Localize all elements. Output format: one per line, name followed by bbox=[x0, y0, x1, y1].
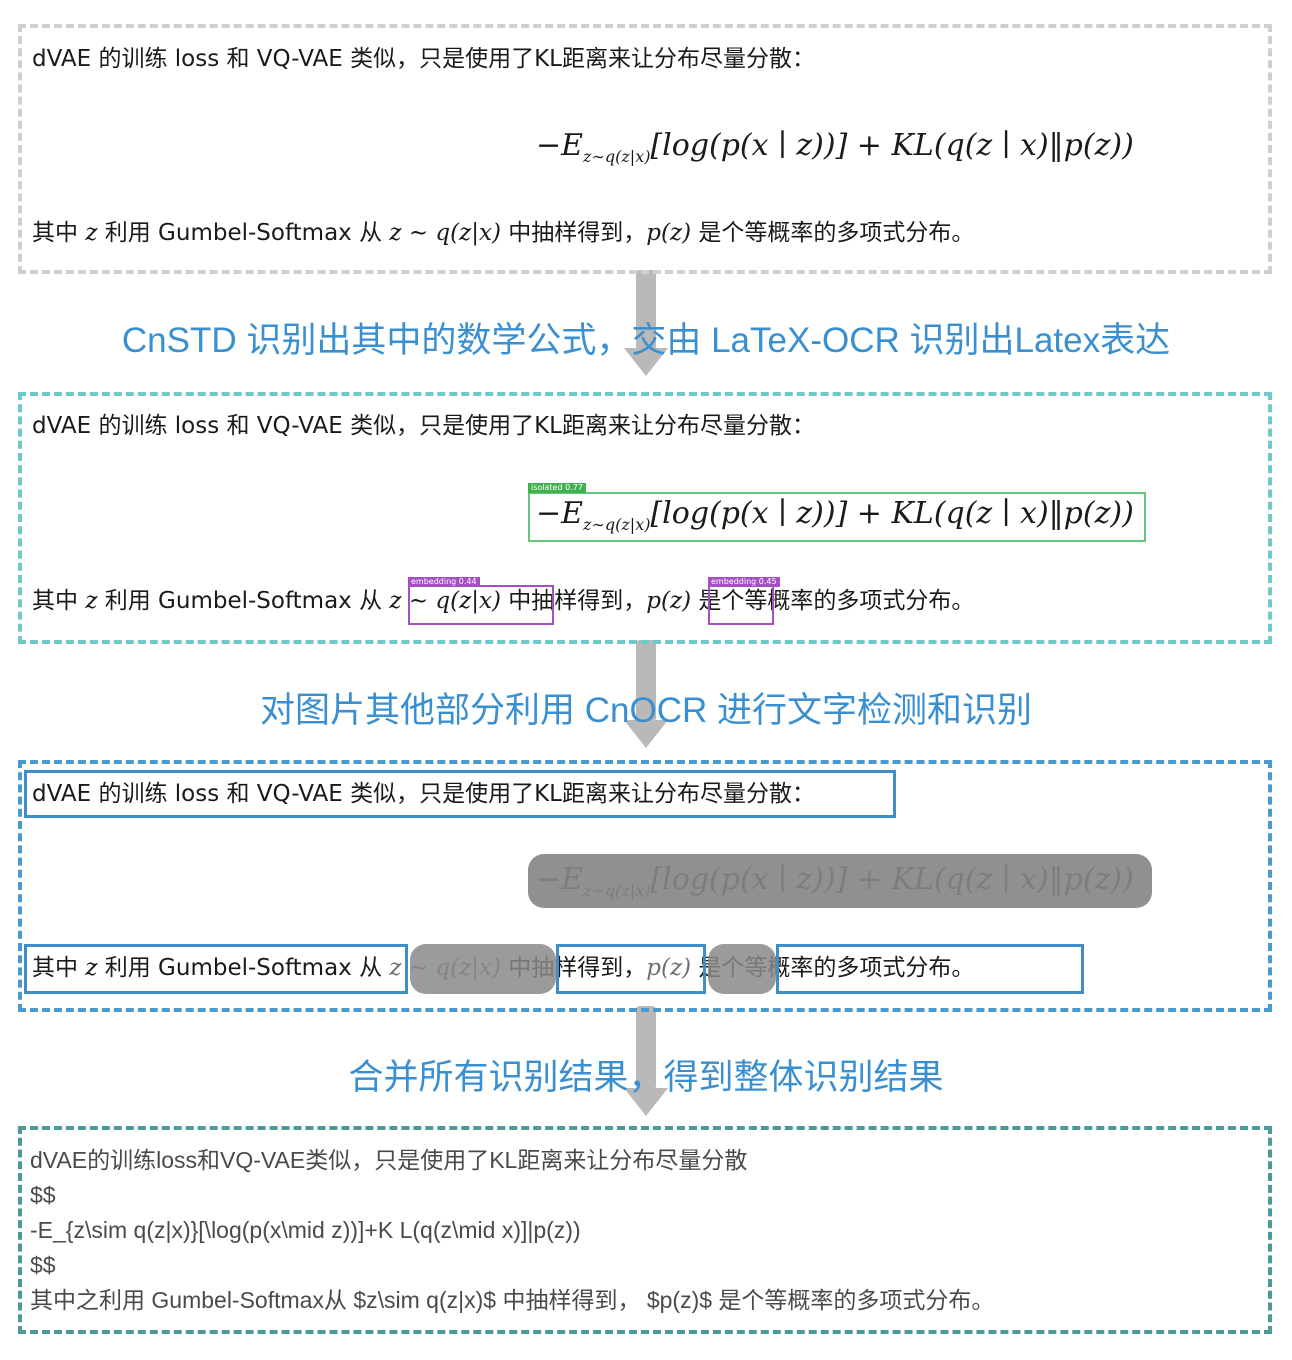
isolated-formula-box bbox=[528, 492, 1146, 542]
text-box-line2-a bbox=[24, 944, 408, 994]
text-box-line1 bbox=[24, 770, 896, 818]
result-line-3: -E_{z\sim q(z|x)}[\log(p(x\mid z))]+K L(… bbox=[30, 1217, 581, 1243]
caption-step1: CnSTD 识别出其中的数学公式，交由 LaTeX-OCR 识别出Latex表达 bbox=[121, 321, 1171, 360]
text-box-line2-b bbox=[556, 944, 706, 994]
flow-arrow-2-shaft bbox=[636, 640, 656, 722]
panel1-line1: dVAE 的训练 loss 和 VQ-VAE 类似，只是使用了KL距离来让分布尽… bbox=[32, 46, 815, 72]
panel2-formula: −Ez∼q(z|x)[log(p(x ∣ z))] + KL(q(z ∣ x)‖… bbox=[536, 496, 1134, 534]
merged-result-panel bbox=[18, 1126, 1272, 1334]
input-image-panel bbox=[18, 24, 1272, 274]
text-detection-panel bbox=[18, 760, 1272, 1012]
caption-step2: 对图片其他部分利用 CnOCR 进行文字检测和识别 bbox=[260, 691, 1032, 730]
math-detection-panel bbox=[18, 392, 1272, 644]
caption-step3: 合并所有识别结果，得到整体识别结果 bbox=[348, 1058, 944, 1097]
masked-embedding-2 bbox=[708, 944, 776, 994]
embedding-score-tag-2: embedding 0.45 bbox=[708, 577, 780, 587]
flow-arrow-1-shaft bbox=[636, 270, 656, 350]
flow-arrow-2-head bbox=[624, 720, 668, 748]
flow-arrow-1-head bbox=[624, 348, 668, 376]
panel3-formula-ghost: −Ez∼q(z|x)[log(p(x ∣ z))] + KL(q(z ∣ x)‖… bbox=[536, 862, 1134, 900]
embedding-box-1 bbox=[408, 585, 554, 625]
flow-arrow-3-shaft bbox=[636, 1006, 656, 1090]
text-box-line2-c bbox=[776, 944, 1084, 994]
result-line-5: 其中之利用 Gumbel-Softmax从 $z\sim q(z|x)$ 中抽样… bbox=[30, 1287, 995, 1313]
embedding-box-2 bbox=[708, 585, 774, 625]
isolated-score-tag: isolated 0.77 bbox=[528, 483, 586, 493]
result-line-1: dVAE的训练loss和VQ-VAE类似，只是使用了KL距离来让分布尽量分散 bbox=[30, 1147, 748, 1173]
result-line-2: $$ bbox=[30, 1182, 56, 1208]
panel2-line2: 其中 z 利用 Gumbel-Softmax 从 z ∼ q(z|x) 中抽样得… bbox=[32, 588, 975, 614]
embedding-score-tag-1: embedding 0.44 bbox=[408, 577, 480, 587]
panel2-line1: dVAE 的训练 loss 和 VQ-VAE 类似，只是使用了KL距离来让分布尽… bbox=[32, 413, 815, 439]
result-line-4: $$ bbox=[30, 1252, 56, 1278]
panel1-formula: −Ez∼q(z|x)[log(p(x ∣ z))] + KL(q(z ∣ x)‖… bbox=[536, 128, 1134, 166]
masked-formula-region bbox=[528, 854, 1152, 908]
masked-embedding-1 bbox=[410, 944, 556, 994]
panel1-line2: 其中 z 利用 Gumbel-Softmax 从 z ∼ q(z|x) 中抽样得… bbox=[32, 220, 975, 246]
flow-arrow-3-head bbox=[624, 1088, 668, 1116]
panel3-line1: dVAE 的训练 loss 和 VQ-VAE 类似，只是使用了KL距离来让分布尽… bbox=[32, 781, 815, 807]
